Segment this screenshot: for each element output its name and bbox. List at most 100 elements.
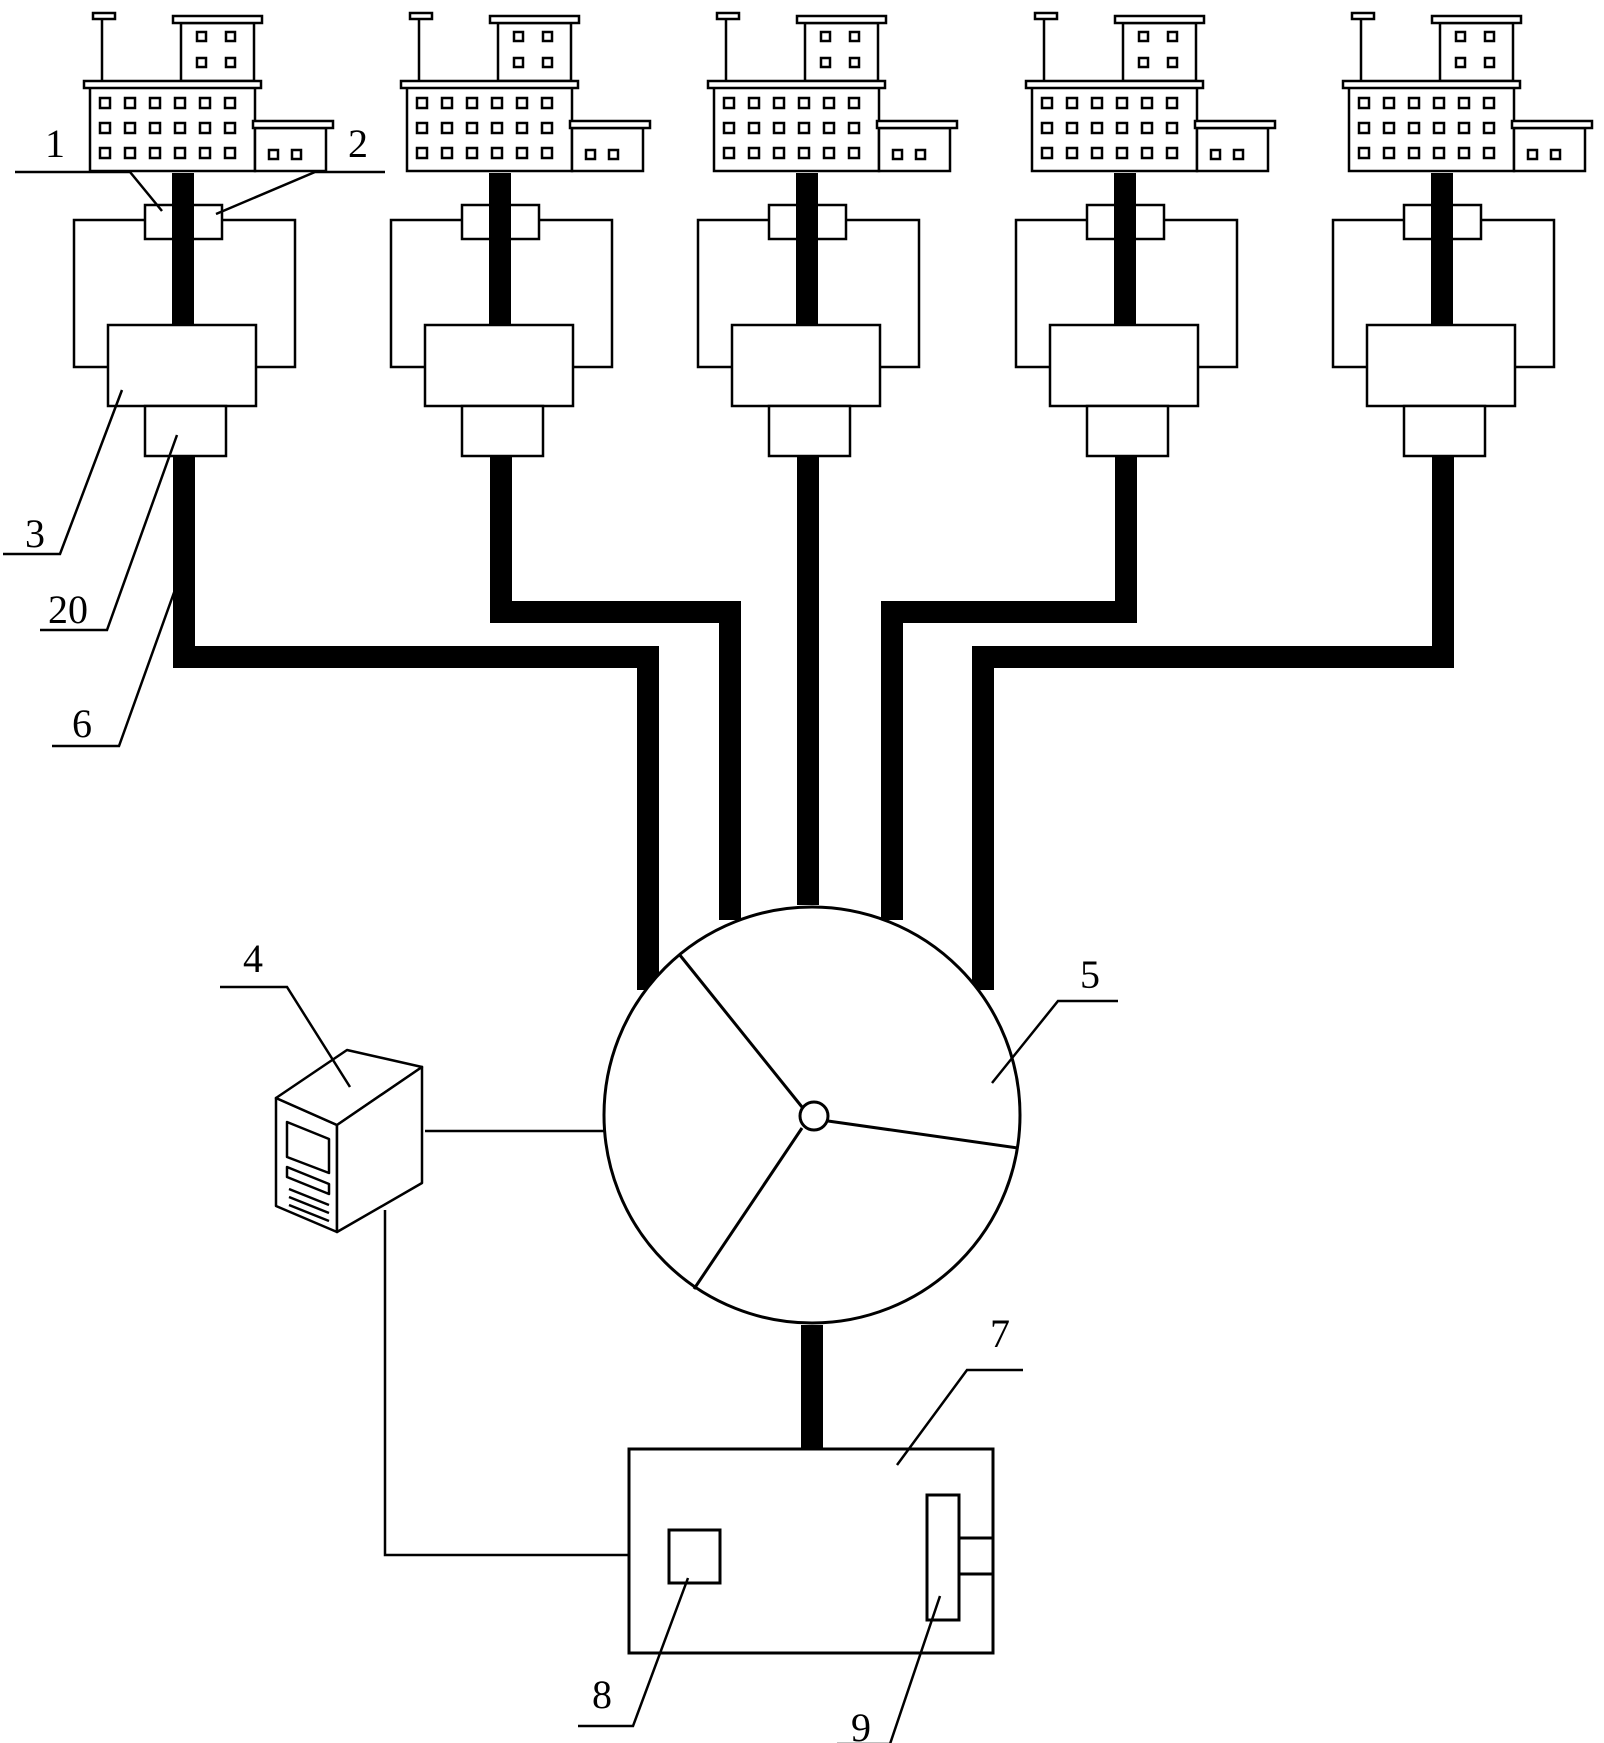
- building-annex-roof: [1193, 119, 1277, 130]
- building-window: [1115, 96, 1129, 110]
- building-window: [223, 146, 237, 160]
- building-window: [123, 146, 137, 160]
- building-window: [490, 146, 504, 160]
- building-window: [607, 148, 620, 161]
- building-tower-roof: [795, 14, 888, 25]
- building-window: [1090, 96, 1104, 110]
- leader-lines: [3, 170, 1118, 1743]
- factory-building: [82, 11, 335, 173]
- label-9: 9: [851, 1705, 871, 1743]
- building-window: [415, 96, 429, 110]
- building-window: [1457, 121, 1471, 135]
- building-window: [415, 121, 429, 135]
- computer-vents: [288, 1187, 330, 1223]
- building-window: [847, 121, 861, 135]
- meter-base-20: [1402, 404, 1487, 458]
- building-window: [1482, 146, 1496, 160]
- hub-spoke-lower-left: [692, 1127, 804, 1290]
- sensor-wire-loop: [1331, 218, 1556, 369]
- building-tower: [1438, 21, 1515, 83]
- building-tower: [179, 21, 256, 83]
- building-annex-roof: [875, 119, 959, 130]
- building-window: [1115, 121, 1129, 135]
- meter-box-3: [730, 323, 882, 408]
- building-window: [1209, 148, 1222, 161]
- meter-assembly: [72, 173, 297, 458]
- label-7: 7: [990, 1311, 1010, 1356]
- building-window: [1140, 121, 1154, 135]
- meter-box-3: [106, 323, 258, 408]
- building-window: [848, 56, 861, 69]
- building-window: [1432, 121, 1446, 135]
- sensor-wire-loop: [696, 218, 921, 369]
- building-window: [1065, 96, 1079, 110]
- building-window: [1357, 96, 1371, 110]
- building-window: [822, 146, 836, 160]
- building-window: [490, 96, 504, 110]
- building-window: [722, 146, 736, 160]
- building-window: [797, 146, 811, 160]
- computer-screen: [285, 1120, 331, 1175]
- building-tower-roof: [1430, 14, 1523, 25]
- building-window: [1232, 148, 1245, 161]
- building-window: [747, 121, 761, 135]
- leader-3: [3, 389, 124, 556]
- building-window: [819, 30, 832, 43]
- building-window: [515, 96, 529, 110]
- meter-assembly: [389, 173, 614, 458]
- pipeline-2: [490, 456, 741, 920]
- building-window: [224, 30, 237, 43]
- label-5: 5: [1080, 952, 1100, 997]
- building-window: [198, 121, 212, 135]
- building-window: [440, 121, 454, 135]
- meter-base-20: [460, 404, 545, 458]
- meter-box-3: [1365, 323, 1517, 408]
- building-window: [822, 96, 836, 110]
- building-annex: [1512, 126, 1587, 173]
- building-window: [540, 146, 554, 160]
- chimney-cap: [1350, 11, 1376, 21]
- building-window: [98, 121, 112, 135]
- building-window: [722, 121, 736, 135]
- factory-unit-4: [1014, 11, 1277, 458]
- building-window: [1166, 56, 1179, 69]
- building-window: [847, 96, 861, 110]
- building-window: [1457, 96, 1471, 110]
- building-window: [1482, 121, 1496, 135]
- building-window: [267, 148, 280, 161]
- building-main-roof: [399, 79, 580, 90]
- building-window: [1140, 96, 1154, 110]
- factory-units: [72, 11, 1594, 458]
- building-window: [290, 148, 303, 161]
- building-window: [797, 96, 811, 110]
- building-window: [515, 121, 529, 135]
- building-window: [1065, 146, 1079, 160]
- leader-2: [215, 170, 385, 216]
- building-tower: [803, 21, 880, 83]
- building-window: [1457, 146, 1471, 160]
- building-window: [541, 30, 554, 43]
- factory-building: [1024, 11, 1277, 173]
- component-8: [667, 1528, 722, 1585]
- leader-7: [895, 1368, 1023, 1466]
- building-window: [772, 146, 786, 160]
- building-window: [1115, 146, 1129, 160]
- building-annex: [877, 126, 952, 173]
- control-box: [627, 1447, 995, 1655]
- building-window: [1454, 30, 1467, 43]
- factory-unit-2: [389, 11, 652, 458]
- building-window: [1483, 30, 1496, 43]
- meter-base-20: [1085, 404, 1170, 458]
- factory-unit-3: [696, 11, 959, 458]
- label-6: 6: [72, 701, 92, 746]
- building-window: [123, 96, 137, 110]
- building-window: [223, 121, 237, 135]
- building-window: [173, 121, 187, 135]
- building-window: [198, 146, 212, 160]
- building-window: [1090, 121, 1104, 135]
- building-annex: [253, 126, 328, 173]
- label-3: 3: [25, 511, 45, 556]
- factory-unit-1: [72, 11, 335, 458]
- label-20: 20: [48, 587, 88, 632]
